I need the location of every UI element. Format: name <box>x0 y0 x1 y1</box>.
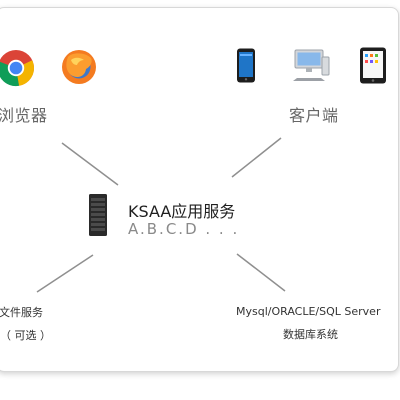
connector-server-to-database <box>236 253 286 292</box>
chrome-icon <box>0 50 35 87</box>
file-service-optional-label: （ 可选 ） <box>0 329 51 342</box>
database-types-label: Mysql/ORACLE/SQL Server <box>236 305 381 318</box>
clients-label: 客户端 <box>289 106 339 125</box>
server-title: KSAA应用服务 <box>128 202 236 221</box>
connector-clients-to-server <box>231 137 282 178</box>
browsers-label: 浏览器 <box>0 106 48 125</box>
tablet-icon <box>360 47 386 84</box>
file-service-label: 文件服务 <box>0 306 43 319</box>
connector-server-to-file-service <box>36 254 94 293</box>
connector-browsers-to-server <box>61 142 119 186</box>
smartphone-icon <box>237 48 255 83</box>
server-subtitle: A.B.C.D . . . <box>128 220 240 238</box>
firefox-icon <box>62 50 96 84</box>
desktop-computer-icon <box>293 49 330 81</box>
server-icon <box>89 194 107 236</box>
database-system-label: 数据库系统 <box>283 328 338 341</box>
